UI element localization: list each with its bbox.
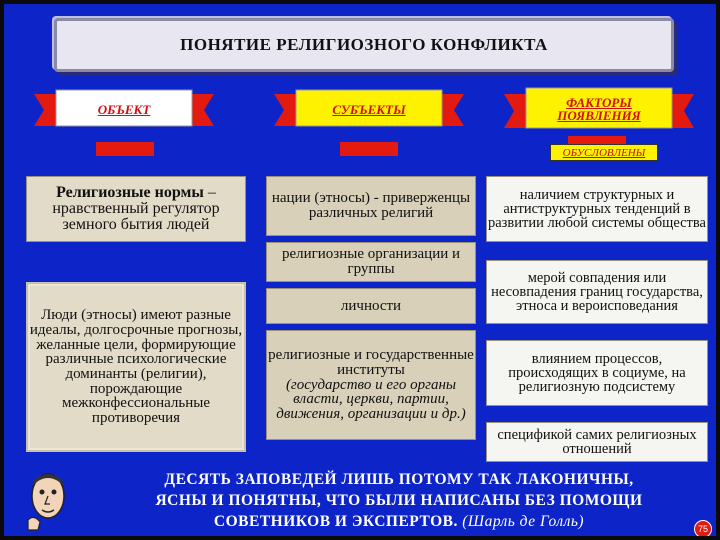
ribbon-shape [504,87,694,129]
quote-line3-wrap: СОВЕТНИКОВ И ЭКСПЕРТОВ. (Шарль де Голль) [99,512,699,533]
thinking-face-icon [24,470,68,532]
card-institutes: религиозные и государственные институты … [266,330,476,440]
card-factor-structural-text: наличием структурных и антиструктурных т… [488,186,706,232]
norms-rest: – нравственный регулятор земного бытия л… [52,184,220,233]
connector-bar-subjects [340,142,398,156]
norms-bold: Религиозные нормы [56,184,204,201]
card-factor-specifics-text: спецификой самих религиозных отношений [497,426,697,457]
card-factor-structural: наличием структурных и антиструктурных т… [486,176,708,242]
page-number: 75 [694,520,712,536]
quote-author: (Шарль де Голль) [462,512,585,530]
card-factor-specifics: спецификой самих религиозных отношений [486,422,708,462]
connector-bar-object [96,142,154,156]
card-organizations-text: религиозные организации и группы [281,246,461,277]
connector-bar-factors [568,136,626,144]
ribbon-object-label: ОБЪЕКТ [97,101,151,117]
ribbon-subjects: СУБЪЕКТЫ [274,86,464,132]
card-people: Люди (этносы) имеют разные идеалы, долго… [26,282,246,452]
card-factor-borders: мерой совпадения или несовпадения границ… [486,260,708,324]
ribbon-factors-line1: ФАКТОРЫ [566,95,632,110]
quote-line1: ДЕСЯТЬ ЗАПОВЕДЕЙ ЛИШЬ ПОТОМУ ТАК ЛАКОНИЧ… [164,471,634,488]
card-factor-borders-text: мерой совпадения или несовпадения границ… [491,269,703,315]
card-people-text: Люди (этносы) имеют разные идеалы, долго… [29,307,243,427]
page-title: ПОНЯТИЕ РЕЛИГИОЗНОГО КОНФЛИКТА [180,35,548,54]
ribbon-subjects-label: СУБЪЕКТЫ [332,101,406,117]
conditioned-label: ОБУСЛОВЛЕНЫ [550,144,658,161]
card-nations-text: нации (этносы) - приверженцы различных р… [271,190,471,221]
card-persons-text: личности [340,297,402,314]
ribbon-object: ОБЪЕКТ [34,86,214,132]
ribbon-shape [274,89,464,127]
card-factor-processes: влиянием процессов, происходящих в социу… [486,340,708,406]
card-factor-processes-text: влиянием процессов, происходящих в социу… [508,350,686,396]
ribbon-factors: ФАКТОРЫ ПОЯВЛЕНИЯ [504,84,694,134]
card-institutes-main: религиозные и государственные институты [268,347,474,378]
card-institutes-italic: (государство и его органы власти, церкви… [276,376,466,423]
ribbon-factors-label: ФАКТОРЫ ПОЯВЛЕНИЯ [504,84,694,134]
quote-line2: ЯСНЫ И ПОНЯТНЫ, ЧТО БЫЛИ НАПИСАНЫ БЕЗ ПО… [155,491,643,509]
quote: ДЕСЯТЬ ЗАПОВЕДЕЙ ЛИШЬ ПОТОМУ ТАК ЛАКОНИЧ… [99,470,699,533]
card-religious-norms-text: Религиозные нормы – нравственный регулят… [27,185,245,233]
card-religious-norms: Религиозные нормы – нравственный регулят… [26,176,246,242]
ribbon-factors-line2: ПОЯВЛЕНИЯ [557,108,641,123]
ribbon-shape [34,89,214,127]
card-organizations: религиозные организации и группы [266,242,476,282]
title-box: ПОНЯТИЕ РЕЛИГИОЗНОГО КОНФЛИКТА [54,18,674,72]
card-persons: личности [266,288,476,324]
quote-line3: СОВЕТНИКОВ И ЭКСПЕРТОВ. [213,512,458,530]
card-nations: нации (этносы) - приверженцы различных р… [266,176,476,236]
